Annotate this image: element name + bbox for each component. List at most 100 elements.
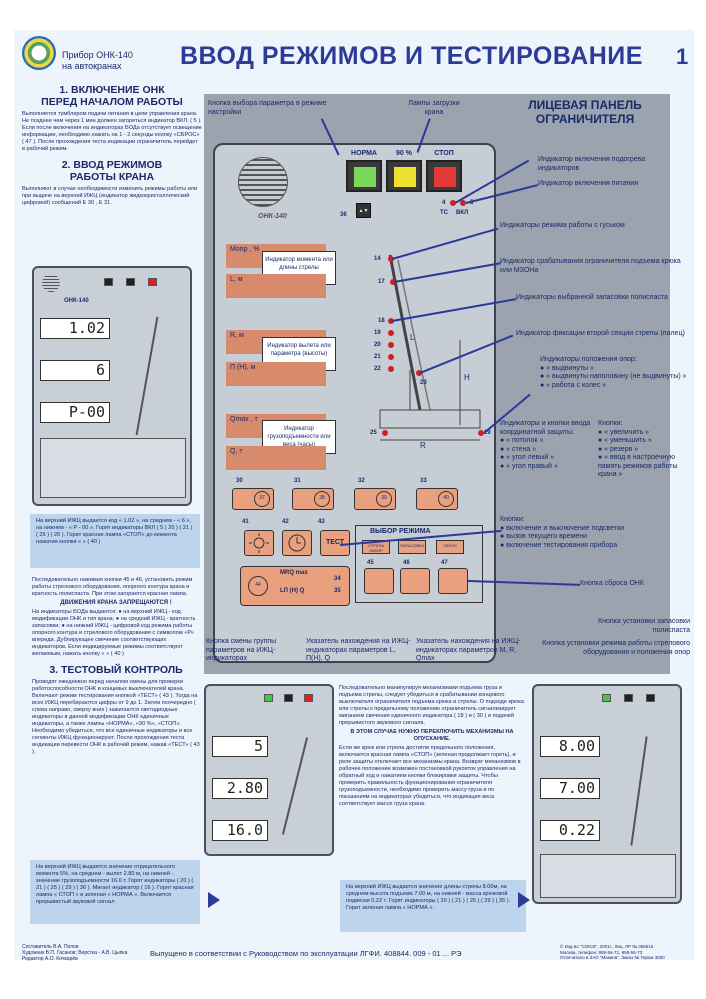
callout-reset: Кнопка сброса ОНК xyxy=(580,580,644,587)
note-test-result: На верхний ИЖЦ выдается значение отрицат… xyxy=(30,860,200,924)
label-5: 5 xyxy=(470,200,474,206)
indicator-19 xyxy=(388,330,394,336)
enter-memory-button[interactable]: 40 xyxy=(438,491,454,507)
indicator-reeving-18 xyxy=(388,318,394,324)
mini-device-2: 5 2.80 16.0 xyxy=(204,684,334,856)
callout-mode-button: Кнопка выбора параметра в режиме настрой… xyxy=(208,100,327,116)
length-tag-text: L, м xyxy=(230,276,243,283)
mini3-lamp-stop xyxy=(646,694,655,702)
credits-1: Составитель В.А. Попов xyxy=(22,944,79,950)
buttons2-2: ● вызов текущего времени xyxy=(500,533,588,540)
mini3-lamp-90 xyxy=(624,694,633,702)
section2-title: 2. ВВОД РЕЖИМОВ РАБОТЫ КРАНА xyxy=(22,159,202,183)
backlight-button[interactable] xyxy=(244,530,274,556)
lamp-stop xyxy=(426,160,462,192)
mode-reset-key[interactable]: СБРОС xyxy=(436,540,464,554)
mini3-lamp-norm xyxy=(602,694,611,702)
reserve-button[interactable]: 39 xyxy=(376,491,392,507)
device-title: Прибор ОНК-140 на автокранах xyxy=(62,50,133,72)
mini3-keypad xyxy=(540,854,676,898)
decrease-button[interactable]: 38 xyxy=(314,491,330,507)
outrig-2: ● « выдвинуты наполовину (не выдвинуты) … xyxy=(540,373,687,380)
publisher-1: © Изд-во "СОЮЗ", 2001г., Лиц. ЛР № 06651… xyxy=(560,944,654,949)
mid-text-2: Если же крюк или стрела достигли предель… xyxy=(339,745,521,807)
mid-text-bold: В ЭТОМ СЛУЧАЕ НУЖНО ПЕРЕКЛЮЧИТЬ МЕХАНИЗМ… xyxy=(350,729,514,742)
set-reeving-button[interactable]: 46 xyxy=(400,560,430,594)
section2-title-line2: РАБОТЫ КРАНА xyxy=(69,171,155,183)
footer-credits: Составитель В.А. Попов Художник В.П. Гас… xyxy=(22,944,127,962)
time-button[interactable] xyxy=(282,530,312,556)
param-select-button[interactable]: ▲▼ xyxy=(356,203,371,218)
outrig-title: Индикаторы положения опор: xyxy=(540,356,637,363)
right-angle-key[interactable]: 40 xyxy=(416,488,458,510)
callout-limit: Индикатор срабатывания ограничителя подъ… xyxy=(500,258,681,274)
length-tag: L, м xyxy=(226,274,326,298)
mid-text-block: Последовательно манипулируя механизмами … xyxy=(339,685,525,808)
height-tag-text: П (Н), м xyxy=(230,364,256,371)
left-lower-text: Последовательно нажимая кнопки 45 и 46, … xyxy=(32,574,200,756)
load-tag: Q, т xyxy=(226,446,326,470)
mode-reeving-key[interactable]: ЗАПАСОВКА xyxy=(398,540,426,554)
mini2-lamp-norm xyxy=(264,694,273,702)
maxload-tag-text: Qmax , т xyxy=(230,416,258,423)
height-tag: П (Н), м xyxy=(226,362,326,386)
mini-device-3: 8.00 7.00 0.22 xyxy=(532,684,682,904)
set-mode-button[interactable]: 45 xyxy=(364,560,394,594)
indicator-limit xyxy=(390,279,396,285)
label-42: 42 xyxy=(282,519,289,525)
callout-power: Индикатор включения питания xyxy=(538,180,639,187)
mini2-lamp-90 xyxy=(284,694,293,702)
label-22: 22 xyxy=(374,366,381,372)
mini-lcd-mid: 6 xyxy=(40,360,110,381)
callout-jib: Индикаторы режима работы с гуськом xyxy=(500,222,625,229)
label-34: 34 xyxy=(334,576,341,582)
label-41: 41 xyxy=(242,519,249,525)
test-button[interactable]: ТЕСТ xyxy=(320,530,350,556)
section1-text: Выполняется тумблером подачи питания в ц… xyxy=(22,111,202,152)
coord-3: ● « угол левый » xyxy=(500,454,555,461)
label-23: 23 xyxy=(420,380,427,386)
label-19: 19 xyxy=(374,330,381,336)
credits-3: Редактор А.О. Кочкарёв xyxy=(22,956,78,962)
clock-icon xyxy=(288,534,306,552)
coord-1: ● « потолок » xyxy=(500,437,544,444)
mini-lamp-norm xyxy=(104,278,113,286)
footer-publisher: © Изд-во "СОЮЗ", 2001г., Лиц. ЛР № 06651… xyxy=(560,944,700,961)
credits-2: Художник В.П. Гасанов; Верстка - А.В. Цы… xyxy=(22,950,128,956)
callout-lamps: Лампы загрузки крана xyxy=(408,100,460,116)
callout-buttons: Кнопки: ● « увеличить » ● « уменьшить » … xyxy=(598,420,690,480)
lamp-norm xyxy=(346,160,382,192)
buttons-title: Кнопки: xyxy=(598,420,623,427)
section3-text: Проводят ежедневно перед началом смены д… xyxy=(32,679,200,755)
svg-text:L: L xyxy=(410,333,415,342)
mini-crane-icon xyxy=(135,316,159,436)
indicator-23 xyxy=(416,370,422,376)
panel-title-line2: ОГРАНИЧИТЕЛЯ xyxy=(535,112,635,126)
increase-button[interactable]: 37 xyxy=(254,491,270,507)
device-title-line2: на автокранах xyxy=(62,61,122,71)
label-43: 43 xyxy=(318,519,325,525)
indicator-power xyxy=(460,200,466,206)
para-set-modes: Последовательно нажимая кнопки 45 и 46, … xyxy=(32,577,193,597)
section3-title: 3. ТЕСТОВЫЙ КОНТРОЛЬ xyxy=(49,664,183,676)
indicator-29 xyxy=(478,430,484,436)
panel-title-line1: ЛИЦЕВАЯ ПАНЕЛЬ xyxy=(528,98,642,112)
ceiling-key[interactable]: 37 xyxy=(232,488,274,510)
wall-key[interactable]: 38 xyxy=(292,488,334,510)
mini3-lcd-mid: 7.00 xyxy=(540,778,600,799)
callout-section: Индикатор фиксации второй секции стрелы … xyxy=(516,330,685,337)
left-angle-key[interactable]: 39 xyxy=(354,488,396,510)
callout-coord: Индикаторы и кнопки ввода координатной з… xyxy=(500,420,592,471)
group-change-button[interactable]: 44 xyxy=(248,576,268,596)
callout-set-reeving: Кнопка установки запасовки полиспаста xyxy=(598,618,690,634)
label-25: 25 xyxy=(370,430,377,436)
reset-button[interactable]: 47 xyxy=(438,560,468,594)
lamp-90-label: 90 % xyxy=(396,150,412,157)
indicator-25 xyxy=(382,430,388,436)
coord-title: Индикаторы и кнопки ввода координатной з… xyxy=(500,420,591,436)
section2-title-line1: 2. ВВОД РЕЖИМОВ xyxy=(61,159,163,171)
callout-buttons2: Кнопки: ● включение и выключение подсвет… xyxy=(500,516,690,550)
label-14: 14 xyxy=(374,256,381,262)
section1-title-line1: 1. ВКЛЮЧЕНИЕ ОНК xyxy=(59,84,165,96)
mini-lcd-bottom: P-00 xyxy=(40,402,110,423)
